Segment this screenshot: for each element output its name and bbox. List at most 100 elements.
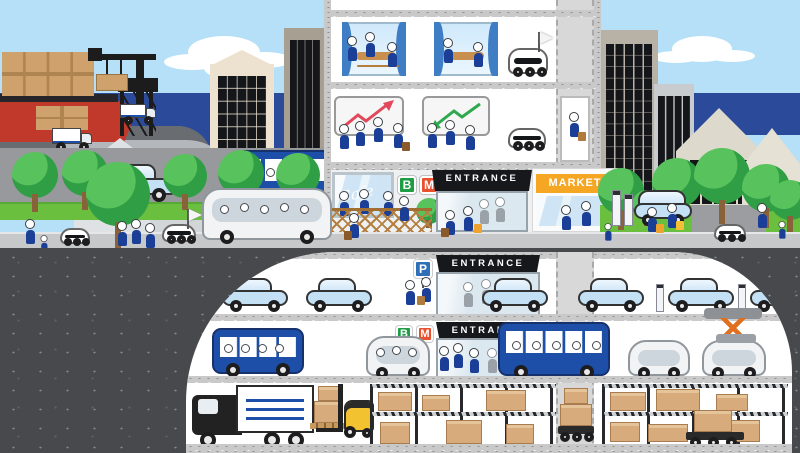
- wheel-icon: [514, 365, 528, 379]
- rack-shelf: [370, 384, 556, 388]
- cargo-box: [694, 410, 732, 432]
- person: [338, 124, 350, 151]
- wheel-icon: [144, 116, 153, 125]
- crane-platform: [118, 78, 158, 92]
- scissor-lift-icon: [712, 318, 754, 338]
- passenger-head-icon: [280, 203, 289, 212]
- person: [364, 32, 376, 59]
- pedestrian-child: [778, 221, 786, 240]
- passenger-head-icon: [592, 341, 601, 350]
- delivery-robot: [508, 128, 546, 151]
- wheel-icon: [362, 428, 372, 438]
- shopping-bag-icon: [676, 221, 684, 230]
- vehicle-lift-platform: [704, 308, 762, 319]
- cargo-box: [656, 389, 700, 411]
- wheel-icon: [560, 432, 570, 442]
- wheel-icon: [73, 238, 81, 246]
- crane-cable: [120, 60, 122, 76]
- sidewalk: [0, 232, 800, 253]
- pedestrian: [560, 205, 572, 232]
- flag-icon: [187, 209, 189, 229]
- hanging-container: [96, 74, 128, 91]
- agv-platform: [686, 432, 744, 440]
- rack-shelf: [370, 412, 556, 416]
- passenger-head-icon: [240, 203, 249, 212]
- passenger-head-icon: [260, 205, 269, 214]
- truck-box: [52, 128, 81, 144]
- harbor-truck: [52, 128, 92, 152]
- briefcase-icon: [344, 231, 352, 240]
- wheel-icon: [513, 141, 523, 151]
- wheel-icon: [586, 300, 598, 312]
- passenger-head-icon: [552, 341, 561, 350]
- sidewalk-robot: [162, 209, 196, 244]
- cargo-box: [610, 422, 640, 442]
- wheel-icon: [177, 235, 186, 244]
- wheel-icon: [524, 141, 534, 151]
- wheel-icon: [676, 300, 688, 312]
- briefcase-icon: [402, 142, 410, 151]
- crane-cable: [106, 60, 108, 76]
- building-roof: [210, 50, 274, 66]
- wheel-icon: [726, 437, 737, 448]
- wheel-icon: [580, 365, 594, 379]
- passenger-head-icon: [258, 344, 267, 353]
- passenger-head-icon: [512, 341, 521, 350]
- market-sign: MARKET: [536, 174, 614, 193]
- underground-shuttle: [366, 336, 430, 379]
- wheel-icon: [525, 67, 535, 77]
- ev-charger: [612, 190, 621, 226]
- person: [472, 42, 484, 69]
- person: [478, 199, 490, 226]
- cargo-box: [486, 390, 526, 411]
- wheel-icon: [728, 234, 736, 242]
- underground-bus: [498, 322, 610, 379]
- pedestrian: [144, 223, 156, 250]
- shuttle-windows: [712, 350, 756, 366]
- passenger-head-icon: [275, 344, 284, 353]
- underground-shuttle: [702, 334, 766, 379]
- ev-charger: [656, 284, 664, 312]
- wheel-icon: [268, 300, 280, 312]
- pedestrian-child: [604, 223, 612, 242]
- wheel-icon: [490, 300, 502, 312]
- ev-charger: [624, 194, 633, 226]
- curtain-icon: [488, 22, 498, 76]
- wheel-icon: [537, 67, 547, 77]
- person: [494, 197, 506, 224]
- cargo-box: [506, 424, 534, 444]
- forklift-fork: [316, 428, 340, 432]
- wheel-icon: [79, 142, 89, 152]
- truck-box: [120, 104, 146, 118]
- metro-b-sign: B: [398, 176, 416, 194]
- pedestrian: [580, 201, 592, 228]
- suitcase-icon: [474, 224, 482, 233]
- meeting-table: [448, 52, 484, 60]
- parking-sign: P: [414, 260, 432, 278]
- floor-slab: [324, 82, 601, 89]
- person: [442, 38, 454, 65]
- person: [372, 117, 384, 144]
- person: [386, 42, 398, 69]
- passenger-head-icon: [376, 348, 385, 357]
- rising-chart-icon: [341, 100, 394, 130]
- wheel-icon: [220, 230, 234, 244]
- wheel-icon: [584, 432, 594, 442]
- cargo-box-in-shaft: [564, 388, 588, 404]
- shopping-bag-icon: [417, 296, 425, 305]
- person: [404, 280, 416, 307]
- person: [438, 346, 450, 373]
- delivery-robot: [508, 32, 548, 77]
- pedestrian: [116, 221, 128, 248]
- underground-cutaway: P ENTRANCE: [186, 252, 792, 453]
- passenger-head-icon: [220, 205, 229, 214]
- harbor-truck: [120, 104, 156, 126]
- truck-windshield: [198, 399, 218, 414]
- pedestrian: [756, 203, 768, 230]
- underground-bus: [212, 328, 304, 377]
- cargo-box: [422, 395, 450, 411]
- pallet: [310, 423, 346, 429]
- wheel-icon: [690, 437, 701, 448]
- truck-stripes: [246, 399, 304, 420]
